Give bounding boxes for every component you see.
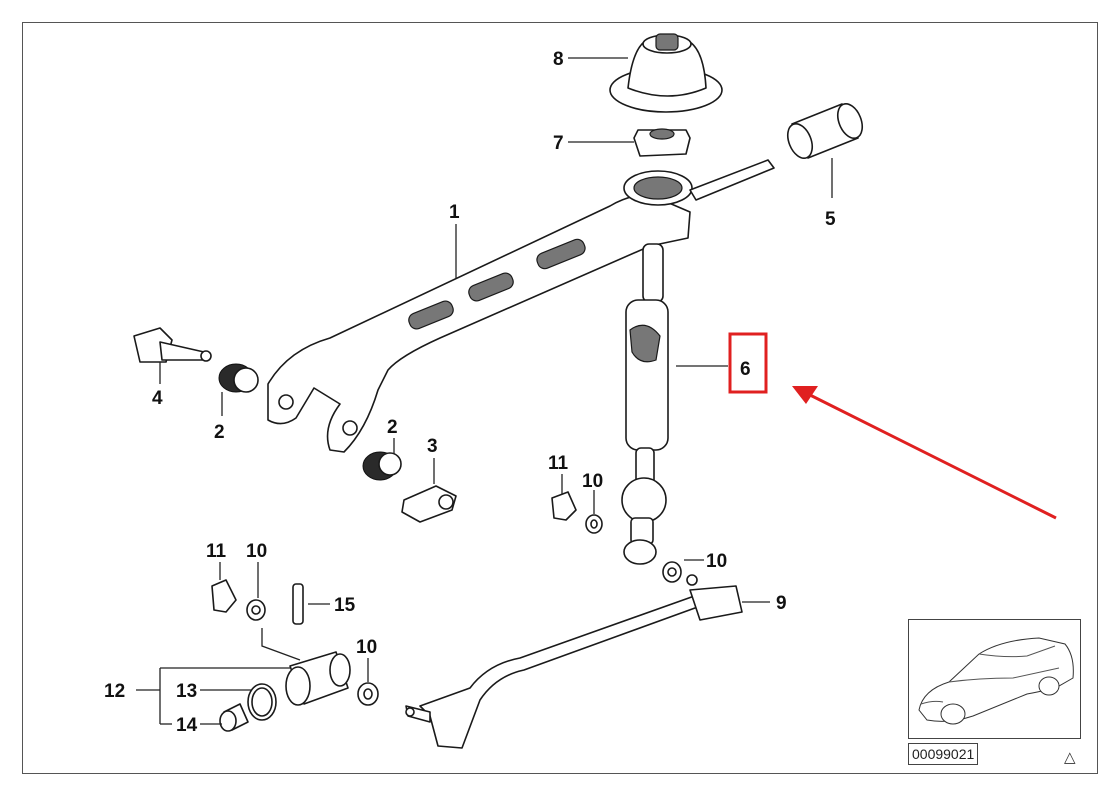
vehicle-thumbnail: [908, 619, 1081, 739]
callout-12: 12: [104, 681, 125, 702]
part-12-joint: [285, 651, 351, 706]
callout-4: 4: [152, 388, 163, 409]
part-14-bushing: [219, 703, 249, 732]
part-3-clip: [401, 485, 457, 523]
callout-5: 5: [825, 209, 836, 230]
callout-15: 15: [334, 595, 356, 616]
part-8-boot: [609, 33, 723, 113]
part-6-rod: [621, 243, 669, 565]
highlight-arrow: [807, 392, 1057, 520]
callout-2a: 2: [214, 422, 225, 443]
leader-lines: [136, 57, 833, 725]
callout-10a: 10: [582, 471, 603, 492]
callout-11a: 11: [548, 453, 569, 474]
highlight-box: [728, 332, 768, 394]
callout-3: 3: [427, 436, 438, 457]
part-10-washer-c: [246, 599, 266, 621]
part-2-bushing-b: [362, 451, 402, 481]
callout-13: 13: [176, 681, 197, 702]
part-5-sleeve: [786, 103, 864, 159]
callout-9: 9: [776, 593, 787, 614]
part-7-bushing: [633, 128, 691, 157]
callout-7: 7: [553, 133, 564, 154]
part-10-washer-d: [357, 682, 379, 706]
part-9-linkage: [405, 574, 743, 749]
callout-10b: 10: [706, 551, 727, 572]
callout-14: 14: [176, 715, 198, 736]
car-icon: [918, 637, 1074, 725]
arrow-head-icon: [792, 386, 818, 404]
diagram-code: 00099021: [908, 743, 979, 765]
part-13-ring: [247, 683, 277, 721]
part-15-pin: [292, 583, 304, 625]
callout-10d: 10: [356, 637, 377, 658]
part-10-washer-a: [585, 514, 603, 534]
highlight-annotation: [728, 332, 1057, 520]
part-10-washer-b: [662, 561, 682, 583]
triangle-outline-icon: △: [1064, 748, 1076, 766]
callout-6: 6: [740, 359, 751, 380]
part-11-clip-b: [211, 579, 237, 613]
callout-labels: 8 7 1 5 4 2 2 3 6 11 10 10 9 11 10 15 10…: [104, 49, 836, 736]
callout-2b: 2: [387, 417, 398, 438]
callout-8: 8: [553, 49, 564, 70]
part-2-bushing-a: [218, 363, 259, 393]
part-4-bolt: [133, 327, 212, 363]
part-1-arm: [267, 159, 775, 453]
callout-1: 1: [449, 202, 460, 223]
callout-11b: 11: [206, 541, 227, 562]
part-11-clip-a: [551, 491, 577, 521]
callout-10c: 10: [246, 541, 267, 562]
